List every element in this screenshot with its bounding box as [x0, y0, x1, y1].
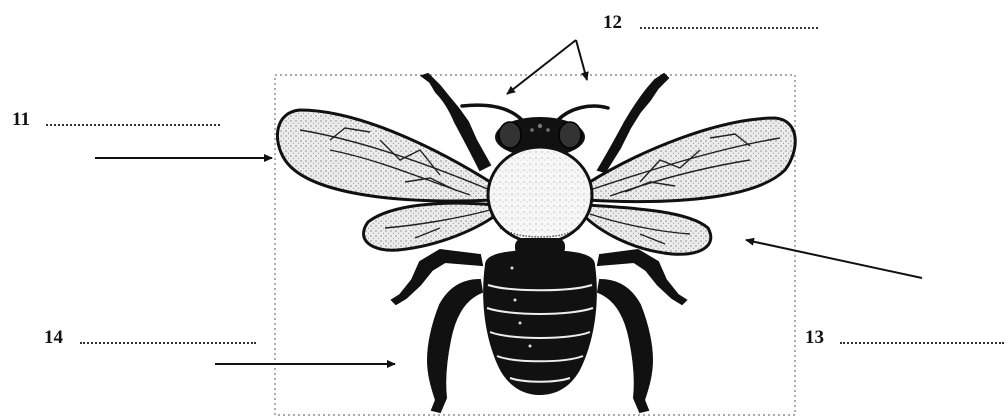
right-antenna: [558, 106, 608, 120]
label-14-number: 14: [44, 328, 63, 347]
label-12-answer-line[interactable]: [640, 27, 818, 29]
bee-abdomen: [483, 250, 597, 395]
label-12-number: 12: [603, 13, 622, 32]
label-14-answer-line[interactable]: [80, 342, 256, 344]
arrow-13: [746, 240, 922, 278]
label-13-answer-line[interactable]: [840, 342, 1004, 344]
bee-thorax: [488, 147, 592, 243]
left-hind-leg: [428, 280, 482, 412]
label-11-number: 11: [12, 110, 30, 129]
arrow-12-right: [576, 40, 587, 80]
left-hindwing: [364, 203, 500, 250]
right-hindwing: [582, 205, 711, 254]
right-hind-leg: [598, 280, 652, 412]
left-eye: [499, 122, 521, 148]
label-11-answer-line[interactable]: [46, 124, 220, 126]
right-eye: [559, 122, 581, 148]
label-13-number: 13: [805, 328, 824, 347]
arrow-12-left: [507, 40, 576, 94]
left-antenna: [462, 105, 522, 120]
